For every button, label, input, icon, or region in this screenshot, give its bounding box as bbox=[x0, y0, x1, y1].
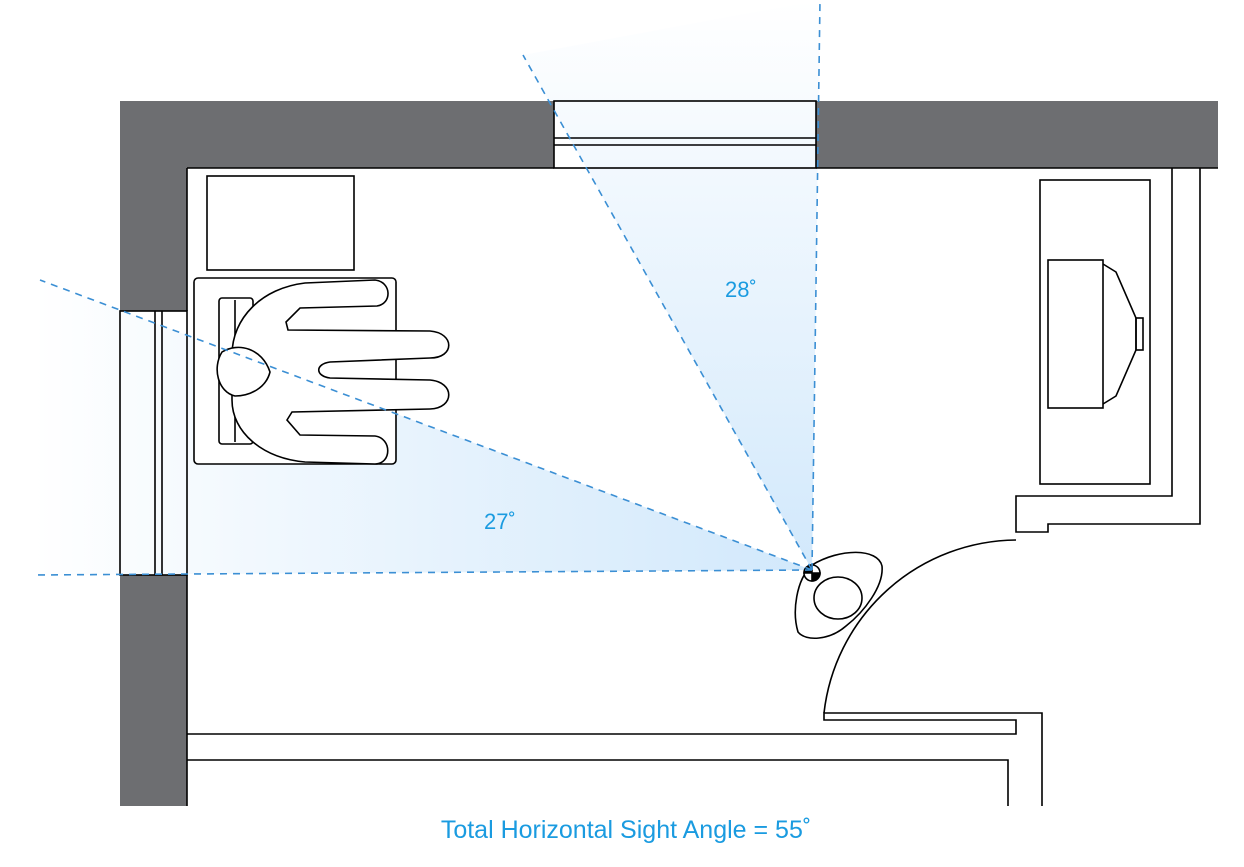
top-window bbox=[553, 100, 817, 169]
left-window bbox=[119, 310, 188, 576]
seated-person-icon bbox=[216, 279, 450, 465]
room-outline bbox=[186, 167, 1218, 806]
walls bbox=[120, 101, 1218, 806]
angle-label-left: 27˚ bbox=[484, 509, 516, 534]
sight-lines bbox=[33, 0, 821, 576]
side-table-icon bbox=[206, 175, 355, 271]
caption: Total Horizontal Sight Angle = 55˚ bbox=[441, 816, 811, 844]
angle-label-top: 28˚ bbox=[725, 277, 757, 302]
standing-person-icon bbox=[794, 551, 883, 639]
sight-cone-top bbox=[523, 0, 820, 570]
door-swing-icon bbox=[823, 539, 1017, 714]
cabinet-icon bbox=[1039, 179, 1151, 485]
sight-line-forward bbox=[811, 0, 821, 571]
